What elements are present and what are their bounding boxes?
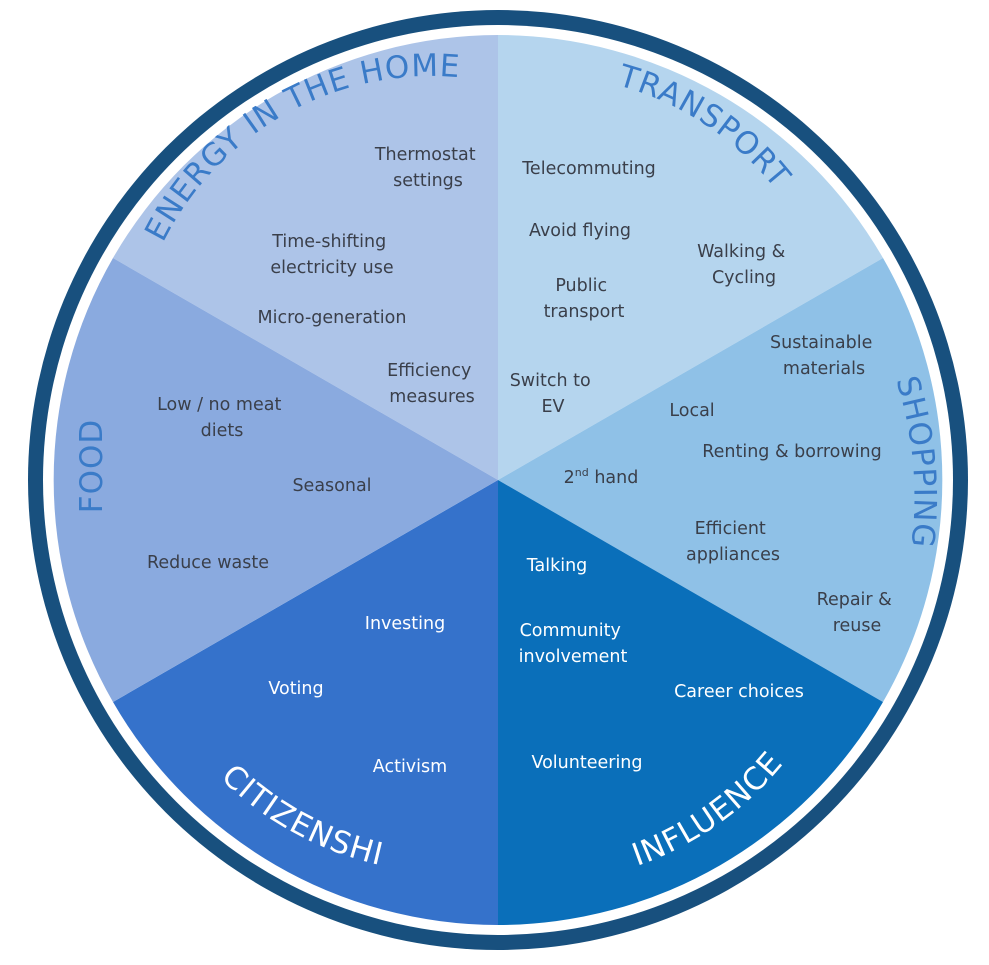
item-investing: Investing [365, 614, 445, 634]
segment-citizenship [113, 480, 498, 925]
item-repair-reuse: Repair & reuse [817, 590, 898, 636]
item-public-transport: Public transport [544, 276, 625, 322]
category-food: FOOD [74, 419, 110, 514]
item-volunteering: Volunteering [531, 753, 642, 773]
segment-transport [498, 35, 883, 480]
item-avoid-flying: Avoid flying [529, 221, 631, 241]
item-activism: Activism [373, 757, 447, 777]
item-community-involvement: Community involvement [519, 621, 628, 667]
item-seasonal: Seasonal [292, 476, 371, 496]
item-efficient-appliances: Efficient appliances [686, 519, 780, 565]
item-switch-to-ev: Switch to EV [510, 371, 597, 417]
item-renting-borrowing: Renting & borrowing [702, 442, 882, 462]
item-micro-generation: Micro-generation [258, 308, 407, 328]
segment-influence [498, 480, 883, 925]
segment-shopping [498, 258, 943, 702]
item-career-choices: Career choices [674, 682, 804, 702]
item-time-shifting: Time-shifting electricity use [270, 232, 393, 278]
item-telecommuting: Telecommuting [521, 159, 656, 179]
item-second-hand: 2nd hand [564, 466, 639, 488]
item-local: Local [669, 401, 714, 421]
item-low-no-meat: Low / no meat diets [157, 395, 287, 441]
item-walking-cycling: Walking & Cycling [697, 242, 791, 288]
item-sustainable-materials: Sustainable materials [770, 333, 878, 379]
segment-energy [113, 35, 498, 480]
item-talking: Talking [526, 556, 588, 576]
item-voting: Voting [268, 679, 323, 699]
segment-food [53, 258, 499, 702]
item-efficiency-measures: Efficiency measures [387, 361, 477, 407]
item-reduce-waste: Reduce waste [147, 553, 269, 573]
item-thermostat: Thermostat settings [374, 145, 481, 191]
